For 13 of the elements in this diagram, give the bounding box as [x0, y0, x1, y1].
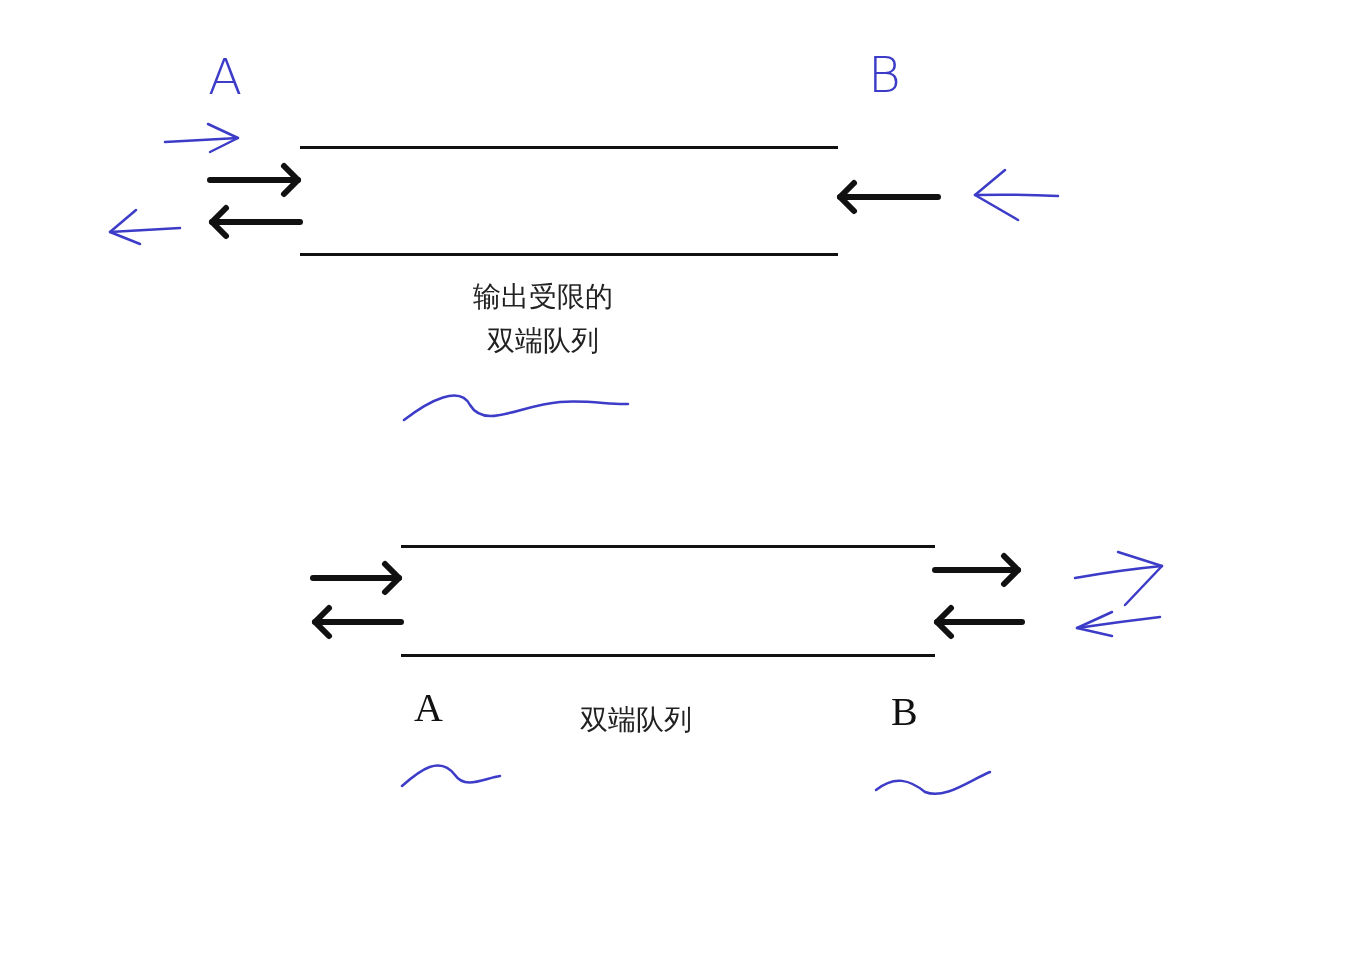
arrow [312, 605, 404, 639]
handwritten-label: B [868, 50, 901, 100]
end-label: A [414, 688, 443, 728]
arrow [934, 605, 1025, 639]
deque-caption: 双端队列 [579, 703, 693, 737]
arrow [837, 180, 941, 214]
arrow [207, 163, 301, 197]
end-label: B [891, 692, 918, 732]
deque-caption: 输出受限的双端队列 [472, 280, 614, 358]
arrow [310, 561, 402, 595]
arrow [209, 205, 303, 239]
arrow [932, 553, 1021, 587]
handwritten-label: A [208, 52, 243, 102]
